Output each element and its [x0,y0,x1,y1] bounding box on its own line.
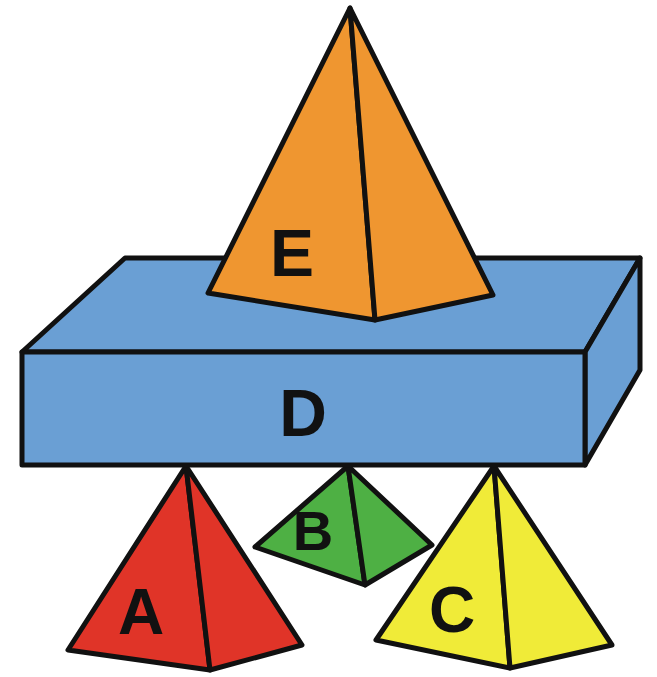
block-face [208,8,375,320]
block-shape [248,455,438,593]
label-holder: A [118,580,164,644]
pyramid-block: E [200,0,502,330]
block-shape [200,0,502,330]
block-letter: B [293,503,333,559]
block-face [376,466,510,668]
block-face [348,466,432,585]
block-face [186,466,302,670]
label-holder: D [279,380,327,446]
block-face [585,258,640,465]
block-face [22,258,640,352]
block-letter: D [279,380,327,446]
block-letter: E [270,220,314,286]
label-holder: C [429,578,475,642]
block-shape [60,455,310,675]
block-letter: C [429,578,475,642]
block-letter: A [118,580,164,644]
label-holder: B [293,503,333,559]
pyramid-block: A [60,455,310,675]
block-face [350,8,493,320]
block-shape [368,455,620,675]
block-face [22,352,585,465]
pyramid-block: C [368,455,620,675]
label-holder: E [270,220,314,286]
pyramid-block: B [248,455,438,593]
block-face [494,466,612,668]
